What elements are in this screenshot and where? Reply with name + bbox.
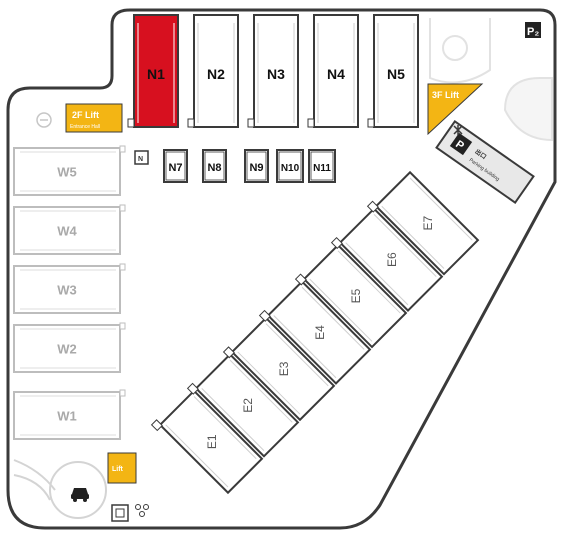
slot-label: N5 (387, 66, 405, 82)
corner-badge-label: P₂ (527, 26, 539, 38)
slot-n4[interactable]: N4 (307, 14, 359, 128)
slot-label: E5 (349, 288, 363, 303)
slot-n5[interactable]: N5 (367, 14, 419, 128)
slot-label: E2 (241, 398, 255, 413)
slot-e5[interactable]: E5 (294, 241, 408, 351)
slot-e7[interactable]: E7 (366, 168, 480, 278)
lock-icon (36, 112, 52, 128)
slot-n3[interactable]: N3 (247, 14, 299, 128)
corner-badge: P₂ (525, 22, 541, 38)
slot-label: E4 (313, 325, 327, 340)
slot-n2[interactable]: N2 (187, 14, 239, 128)
parking-icon (449, 132, 473, 156)
lift-bottom-label: Lift (112, 466, 124, 473)
east-slots: E1 E2 E3 E4 E5 E6 E7 (150, 168, 480, 497)
lift-3f[interactable]: 3F Lift (427, 83, 484, 136)
slot-w1[interactable]: W1 (13, 389, 126, 440)
slot-label: E3 (277, 361, 291, 376)
slot-label: N2 (207, 66, 225, 82)
slot-label: W5 (57, 165, 77, 180)
slot-e2[interactable]: E2 (186, 350, 300, 460)
lift-bottom[interactable]: Lift (107, 452, 137, 484)
slot-e3[interactable]: E3 (222, 314, 336, 424)
slot-label: N7 (168, 162, 182, 174)
slot-n9[interactable]: N9 (244, 149, 269, 183)
slot-label: N3 (267, 66, 285, 82)
slot-label: N4 (327, 66, 345, 82)
slot-label: N1 (147, 66, 165, 82)
slot-e4[interactable]: E4 (258, 277, 372, 387)
slot-label: W1 (57, 409, 77, 424)
north-slots: N1 N2 N3 N4 N5 (127, 14, 419, 128)
slot-w4[interactable]: W4 (13, 204, 126, 255)
slot-w3[interactable]: W3 (13, 263, 126, 314)
fan-icon-bottom (135, 504, 149, 517)
slot-w5[interactable]: W5 (13, 145, 126, 196)
door-icon (111, 504, 129, 522)
slot-label: E6 (385, 252, 399, 267)
slot-label: E7 (421, 216, 435, 231)
parking-building-panel[interactable]: P 出口 Parking building (435, 119, 535, 205)
lift-2f-label: 2F Lift (72, 110, 99, 120)
upper-right-arcs (429, 18, 553, 142)
vehicle-turntable (13, 459, 107, 519)
slot-label: N8 (207, 162, 221, 174)
small-marker-label: N (138, 156, 143, 163)
car-icon (71, 488, 89, 502)
slot-n7[interactable]: N7 (163, 149, 188, 183)
slot-label: E1 (205, 434, 219, 449)
slot-n11[interactable]: N11 (308, 149, 336, 183)
slot-label: W2 (57, 342, 77, 357)
slot-n1[interactable]: N1 (127, 14, 179, 128)
floor-outline (6, 8, 557, 530)
lift-2f[interactable]: 2F Lift Entrance Hall (65, 103, 123, 133)
slot-n10[interactable]: N10 (276, 149, 304, 183)
slot-e1[interactable]: E1 (150, 387, 264, 497)
slot-label: W4 (57, 224, 77, 239)
slot-e6[interactable]: E6 (330, 204, 444, 314)
parking-badge-icon (525, 22, 541, 38)
fan-icon (453, 125, 463, 135)
slot-label: N9 (249, 162, 263, 174)
slot-w2[interactable]: W2 (13, 322, 126, 373)
lift-2f-sub: Entrance Hall (70, 124, 100, 130)
slot-label: N11 (313, 163, 331, 174)
lift-3f-label: 3F Lift (432, 90, 459, 100)
slot-label: N10 (281, 163, 300, 174)
slot-n8[interactable]: N8 (202, 149, 227, 183)
compact-slots: N7 N8 N9 N10 N11 (163, 149, 336, 183)
slot-label: W3 (57, 283, 77, 298)
info-marker-icon (134, 150, 149, 165)
small-marker: N (134, 150, 149, 165)
